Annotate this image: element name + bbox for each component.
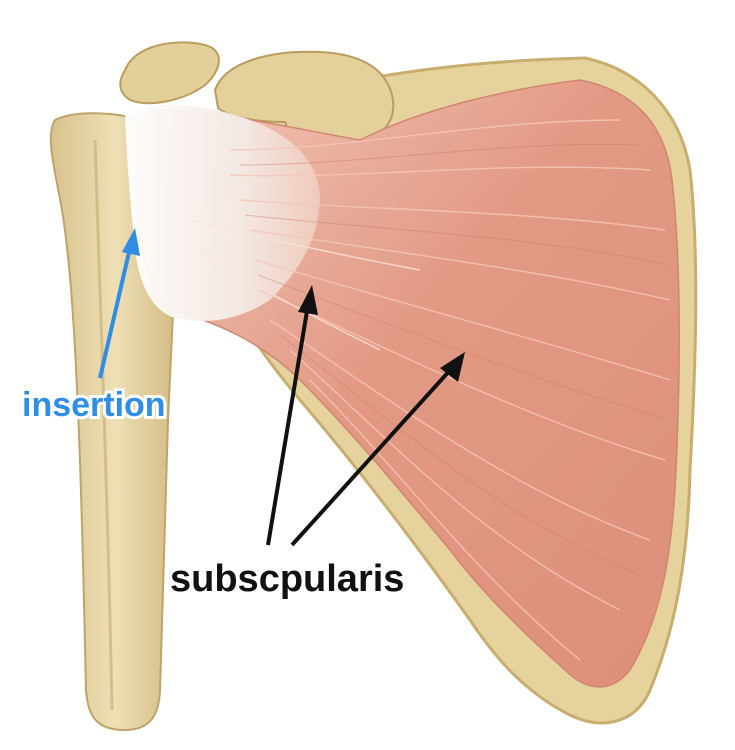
- acromion: [119, 41, 220, 105]
- subscapularis-arrow-icon-1: [266, 285, 318, 546]
- subscapularis-label-outline: subscpularis: [166, 557, 407, 602]
- insertion-label-outline: insertion: [19, 385, 169, 425]
- muscle-fibers: [189, 119, 671, 661]
- subscapularis-tendon: [125, 104, 320, 321]
- insertion-arrow-icon: [98, 228, 140, 379]
- subscapularis-arrow-icon-2: [290, 352, 465, 547]
- subscapularis-label: subscpularis: [170, 558, 405, 600]
- insertion-label: insertion: [22, 386, 166, 424]
